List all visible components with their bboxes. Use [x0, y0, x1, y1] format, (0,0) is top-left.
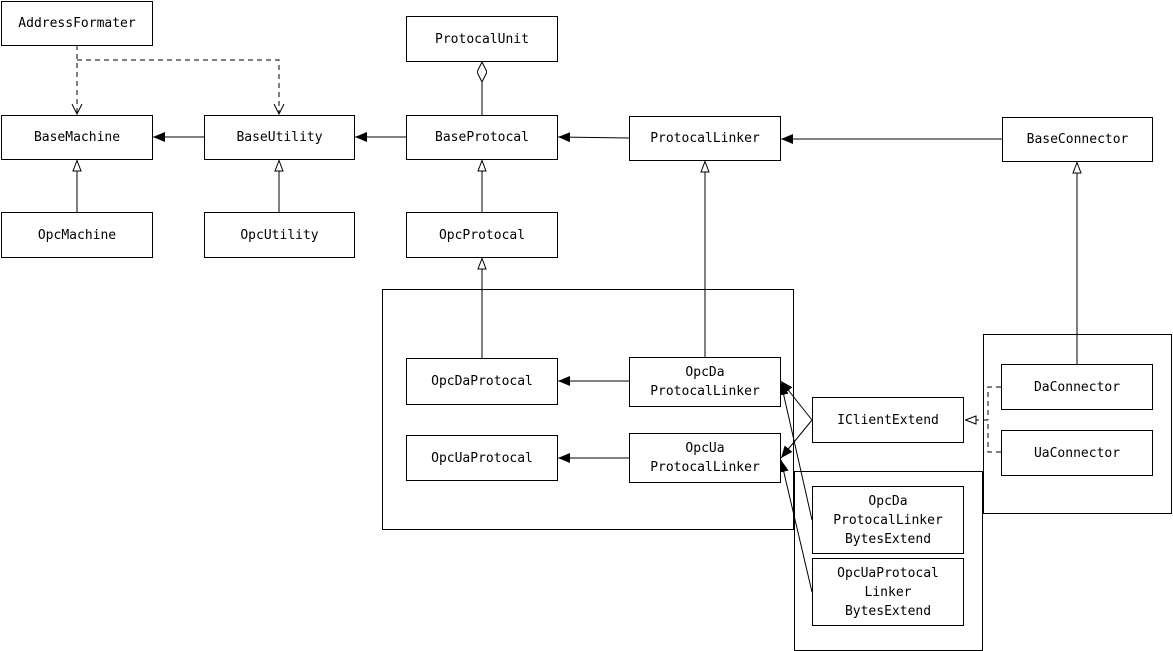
opc-linker-group-frame [382, 289, 794, 530]
class-opc-ua-protocal[interactable]: OpcUaProtocal [406, 435, 558, 481]
class-address-formater[interactable]: AddressFormater [1, 1, 153, 46]
class-base-utility[interactable]: BaseUtility [204, 115, 355, 160]
class-base-protocal[interactable]: BaseProtocal [406, 115, 558, 160]
class-opc-da-protocal[interactable]: OpcDaProtocal [406, 358, 558, 405]
class-iclient-extend[interactable]: IClientExtend [812, 397, 964, 443]
assoc-uabytes-opcualinker [778, 459, 813, 593]
class-opc-ua-bytes-extend[interactable]: OpcUaProtocal Linker BytesExtend [812, 558, 964, 626]
dep-addressformater-baseutility [77, 59, 279, 114]
class-opc-da-bytes-extend[interactable]: OpcDa ProtocalLinker BytesExtend [812, 486, 964, 554]
class-opc-da-protocal-linker[interactable]: OpcDa ProtocalLinker [629, 357, 781, 407]
real-uaconnector-iclientextend [987, 420, 1001, 453]
class-opc-utility[interactable]: OpcUtility [204, 212, 355, 258]
assoc-iclientextend-opcdalinker [780, 380, 813, 421]
real-daconnector-iclientextend [987, 386, 1001, 420]
assoc-protocallinker-baseprotocal [557, 132, 630, 143]
assoc-dabytes-opcdalinker [778, 382, 813, 521]
class-opc-machine[interactable]: OpcMachine [1, 212, 153, 258]
class-protocal-unit[interactable]: ProtocalUnit [406, 16, 558, 62]
assoc-iclientextend-opcualinker [780, 419, 813, 459]
class-base-connector[interactable]: BaseConnector [1002, 117, 1153, 162]
class-ua-connector[interactable]: UaConnector [1001, 430, 1153, 476]
class-da-connector[interactable]: DaConnector [1001, 364, 1153, 410]
class-protocal-linker[interactable]: ProtocalLinker [629, 116, 781, 161]
class-opc-protocal[interactable]: OpcProtocal [406, 212, 558, 258]
class-base-machine[interactable]: BaseMachine [1, 115, 153, 160]
class-opc-ua-protocal-linker[interactable]: OpcUa ProtocalLinker [629, 433, 781, 483]
